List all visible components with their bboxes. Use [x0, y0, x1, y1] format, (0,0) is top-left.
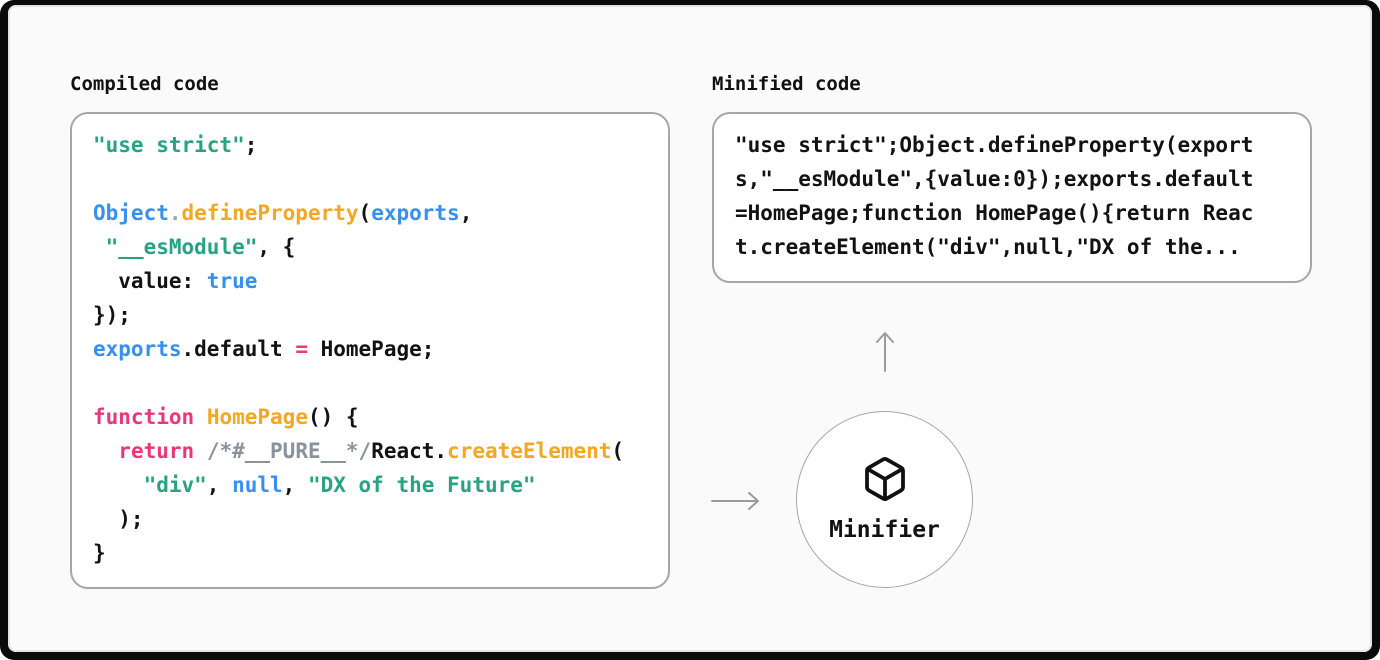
code-line: function HomePage() { [93, 405, 359, 429]
up-arrow-icon [876, 332, 894, 372]
compiled-code-title: Compiled code [70, 73, 219, 95]
code-line: "div", null, "DX of the Future" [143, 473, 536, 497]
code-line [93, 162, 624, 196]
cube-icon [864, 457, 905, 502]
code-line: "use strict";Object.defineProperty(expor… [735, 133, 1254, 157]
code-line: Object.defineProperty(exports, [93, 201, 473, 225]
minified-code: "use strict";Object.defineProperty(expor… [735, 128, 1253, 264]
code-line: value: true [93, 269, 258, 293]
compiled-code-box [70, 112, 670, 589]
code-line [93, 366, 624, 400]
minifier-circle: Minifier [796, 411, 973, 588]
right-arrow-icon [711, 492, 759, 510]
code-line: return /*#__PURE__*/React.createElement( [118, 439, 625, 463]
code-line: "__esModule", { [105, 235, 296, 259]
code-line: exports.default = HomePage; [93, 337, 435, 361]
code-line: t.createElement("div",null,"DX of the... [735, 235, 1241, 259]
code-line: } [93, 541, 106, 565]
compiled-code: "use strict"; Object.defineProperty(expo… [93, 128, 624, 570]
code-line: ); [93, 507, 144, 531]
minified-code-title: Minified code [712, 73, 861, 95]
code-line: "use strict"; [93, 133, 258, 157]
code-line: s,"__esModule",{value:0});exports.defaul… [735, 167, 1254, 191]
minified-code-box [712, 112, 1312, 283]
code-line: }); [93, 303, 131, 327]
code-line: =HomePage;function HomePage(){return Rea… [735, 201, 1254, 225]
minifier-label: Minifier [829, 517, 940, 543]
